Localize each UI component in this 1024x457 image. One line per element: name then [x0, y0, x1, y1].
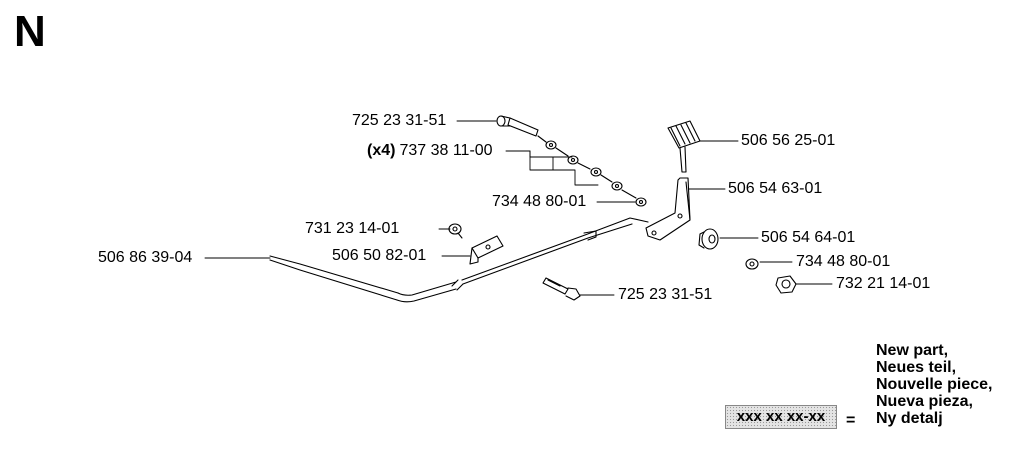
throttle-lever	[645, 120, 701, 241]
bolt-lower	[542, 277, 581, 301]
washers	[537, 135, 647, 207]
new-part-legend: New part, Neues teil, Nouvelle piece, Nu…	[876, 342, 993, 427]
quantity-label: (x4)	[367, 142, 396, 159]
legend-equals: =	[846, 412, 856, 429]
part-number: 737 38 11-00	[399, 142, 493, 159]
cable-bracket	[469, 235, 504, 265]
part-label: 506 54 63-01	[728, 180, 823, 197]
section-letter: N	[14, 7, 46, 56]
legend-text-en: New part,	[876, 342, 949, 359]
legend-text-sv: Ny detalj	[876, 410, 943, 427]
part-label: 725 23 31-51	[352, 112, 447, 129]
part-label: 732 21 14-01	[836, 275, 931, 292]
part-label: 506 56 25-01	[741, 132, 836, 149]
part-label: (x4)737 38 11-00	[367, 143, 493, 159]
part-label: 506 54 64-01	[761, 229, 856, 246]
bolt-upper	[496, 115, 539, 137]
bushing	[698, 228, 719, 250]
part-label: 506 50 82-01	[332, 247, 427, 264]
leader-lines	[204, 120, 833, 296]
nut-right	[775, 275, 797, 294]
part-label: 731 23 14-01	[305, 220, 400, 237]
legend-text-es: Nueva pieza,	[876, 393, 973, 410]
legend-text-fr: Nouvelle piece,	[876, 376, 993, 393]
new-part-marker: xxx xx xx-xx	[725, 405, 837, 429]
legend-text-de: Neues teil,	[876, 359, 957, 376]
part-label: 725 23 31-51	[618, 286, 713, 303]
part-label: 734 48 80-01	[492, 193, 587, 210]
washer-right	[745, 258, 759, 270]
part-label: 506 86 39-04	[98, 249, 193, 266]
throttle-cable	[242, 217, 649, 303]
part-label: 734 48 80-01	[796, 253, 891, 270]
nut-left	[448, 223, 463, 239]
